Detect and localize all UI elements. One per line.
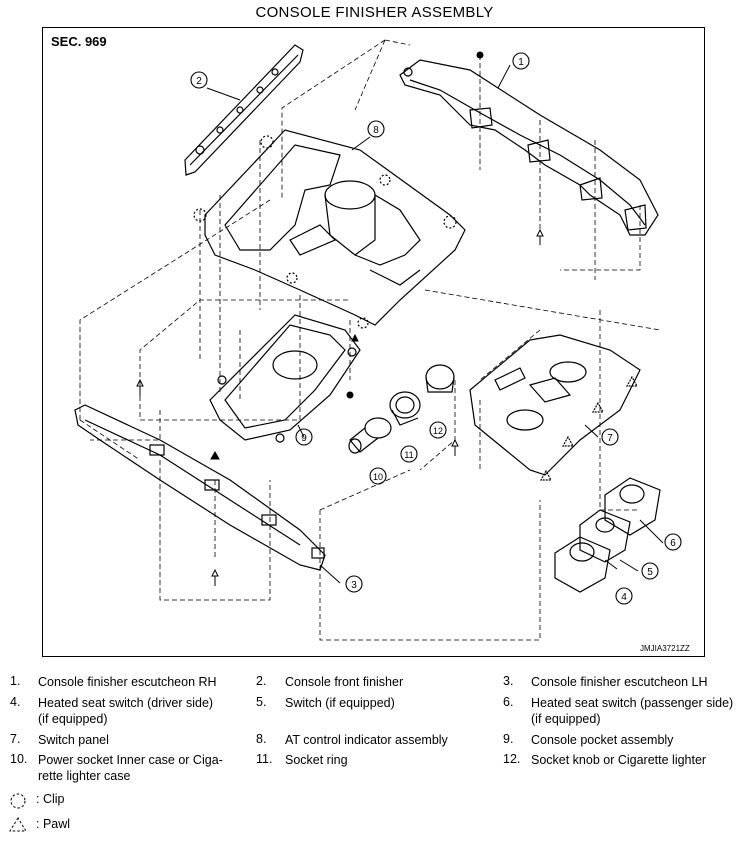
callout-3: 3 — [351, 580, 357, 591]
part-note: (if equipped) — [38, 712, 108, 726]
part-num: 9. — [503, 732, 514, 746]
part-name: Power socket Inner case or Ciga- — [38, 753, 223, 767]
part-num: 1. — [10, 674, 21, 688]
part-note: rette lighter case — [38, 769, 131, 783]
part-name: Heated seat switch (passenger side) — [531, 696, 734, 710]
callout-12: 12 — [433, 426, 443, 436]
part-num: 6. — [503, 695, 514, 709]
callout-leaders — [206, 64, 664, 584]
part-name: AT control indicator assembly — [285, 733, 448, 747]
clip-symbol-label: : Clip — [36, 792, 65, 806]
part-4-driver-switch — [554, 536, 611, 593]
screw-4 — [451, 438, 459, 456]
part-10-socket-case — [348, 417, 392, 454]
callout-6: 6 — [670, 538, 676, 549]
part-6-passenger-switch — [604, 477, 661, 536]
callout-numbers: 1 2 3 4 5 6 7 8 9 10 11 12 — [196, 57, 676, 603]
part-9-console-pocket — [209, 314, 361, 443]
part-name: Switch panel — [38, 733, 109, 747]
part-5-switch — [579, 509, 631, 563]
part-num: 4. — [10, 695, 21, 709]
screw-1 — [536, 228, 544, 245]
part-num: 3. — [503, 674, 514, 688]
part-8-at-indicator — [193, 129, 466, 329]
diagram-frame — [42, 27, 705, 657]
guide-lines — [79, 39, 661, 641]
part-name: Console front finisher — [285, 675, 404, 689]
callout-1: 1 — [518, 57, 524, 68]
part-num: 10. — [10, 752, 28, 766]
part-num: 8. — [256, 732, 267, 746]
callout-circles — [190, 52, 682, 605]
part-11-socket-ring — [389, 391, 421, 426]
part-num: 7. — [10, 732, 21, 746]
part-name: Socket ring — [285, 753, 348, 767]
pawl-symbol-label: : Pawl — [36, 817, 71, 831]
part-note: (if equipped) — [531, 712, 601, 726]
figure-code: JMJIA3721ZZ — [640, 644, 690, 653]
part-12-socket-knob — [425, 364, 455, 393]
part-num: 5. — [256, 695, 267, 709]
part-name: Heated seat switch (driver side) — [38, 696, 214, 710]
callout-8: 8 — [373, 125, 379, 136]
screw-2 — [136, 378, 144, 396]
callout-4: 4 — [621, 592, 627, 603]
part-name: Console finisher escutcheon RH — [38, 675, 217, 689]
callout-11: 11 — [404, 450, 413, 460]
pawl-marker — [351, 333, 359, 342]
marker-dot — [476, 51, 484, 59]
part-num: 12. — [503, 752, 521, 766]
clip-symbol-icon — [10, 793, 26, 809]
callout-2: 2 — [196, 76, 202, 87]
section-label: SEC. 969 — [51, 34, 107, 49]
part-name: Switch (if equipped) — [285, 696, 395, 710]
callout-5: 5 — [647, 567, 653, 578]
diagram-title: CONSOLE FINISHER ASSEMBLY — [255, 4, 494, 21]
pawl-marker — [210, 450, 220, 460]
screw-3 — [211, 568, 219, 586]
part-3-escutcheon-lh — [74, 404, 326, 571]
part-num: 2. — [256, 674, 267, 688]
part-7-switch-panel — [469, 334, 641, 481]
pawl-symbol-icon — [9, 817, 27, 832]
part-name: Console finisher escutcheon LH — [531, 675, 708, 689]
callout-7: 7 — [607, 433, 613, 444]
part-num: 11. — [256, 752, 273, 766]
part-1-escutcheon-rh — [399, 59, 659, 236]
marker-dot — [346, 391, 354, 399]
callout-9: 9 — [301, 433, 307, 444]
part-name: Console pocket assembly — [531, 733, 674, 747]
callout-10: 10 — [373, 472, 383, 482]
part-2-front-finisher — [184, 44, 304, 176]
part-name: Socket knob or Cigarette lighter — [531, 753, 707, 767]
